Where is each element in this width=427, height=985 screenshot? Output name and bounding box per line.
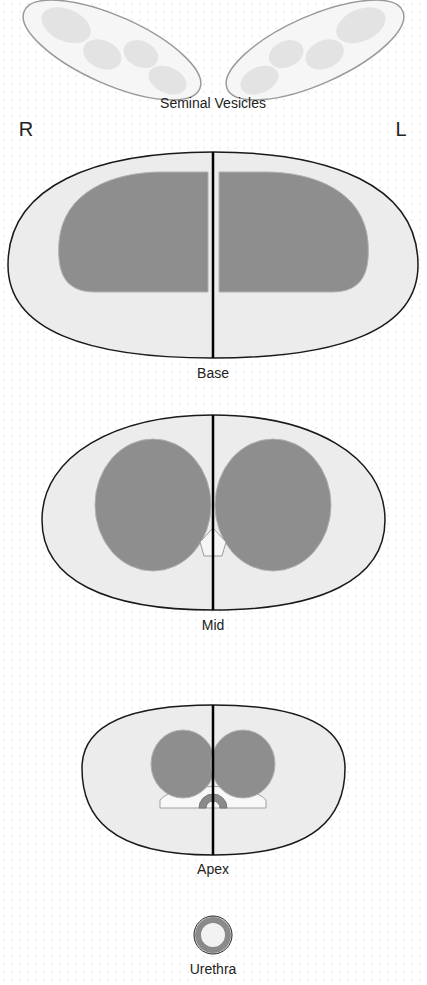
side-marker: L bbox=[395, 118, 406, 140]
section-label: Apex bbox=[197, 862, 229, 877]
base-left-lobe bbox=[59, 172, 208, 292]
urethra-outline bbox=[194, 916, 232, 954]
structure-label: Seminal Vesicles bbox=[160, 96, 266, 111]
section-label: Mid bbox=[202, 618, 225, 633]
section-label: Base bbox=[197, 366, 229, 381]
midline bbox=[212, 415, 215, 610]
midline bbox=[212, 705, 215, 855]
apex-section bbox=[82, 705, 345, 855]
urethra-ring bbox=[198, 920, 228, 950]
base-section bbox=[8, 152, 418, 358]
mid-left-lobe bbox=[95, 439, 211, 571]
side-marker: R bbox=[19, 118, 33, 140]
midline bbox=[212, 152, 215, 358]
base-right-lobe bbox=[219, 172, 368, 292]
apex-left-lobe bbox=[151, 730, 215, 798]
mid-section bbox=[42, 415, 385, 610]
mid-right-lobe bbox=[215, 439, 331, 571]
apex-right-lobe bbox=[211, 730, 275, 798]
structure-label: Urethra bbox=[190, 962, 237, 977]
